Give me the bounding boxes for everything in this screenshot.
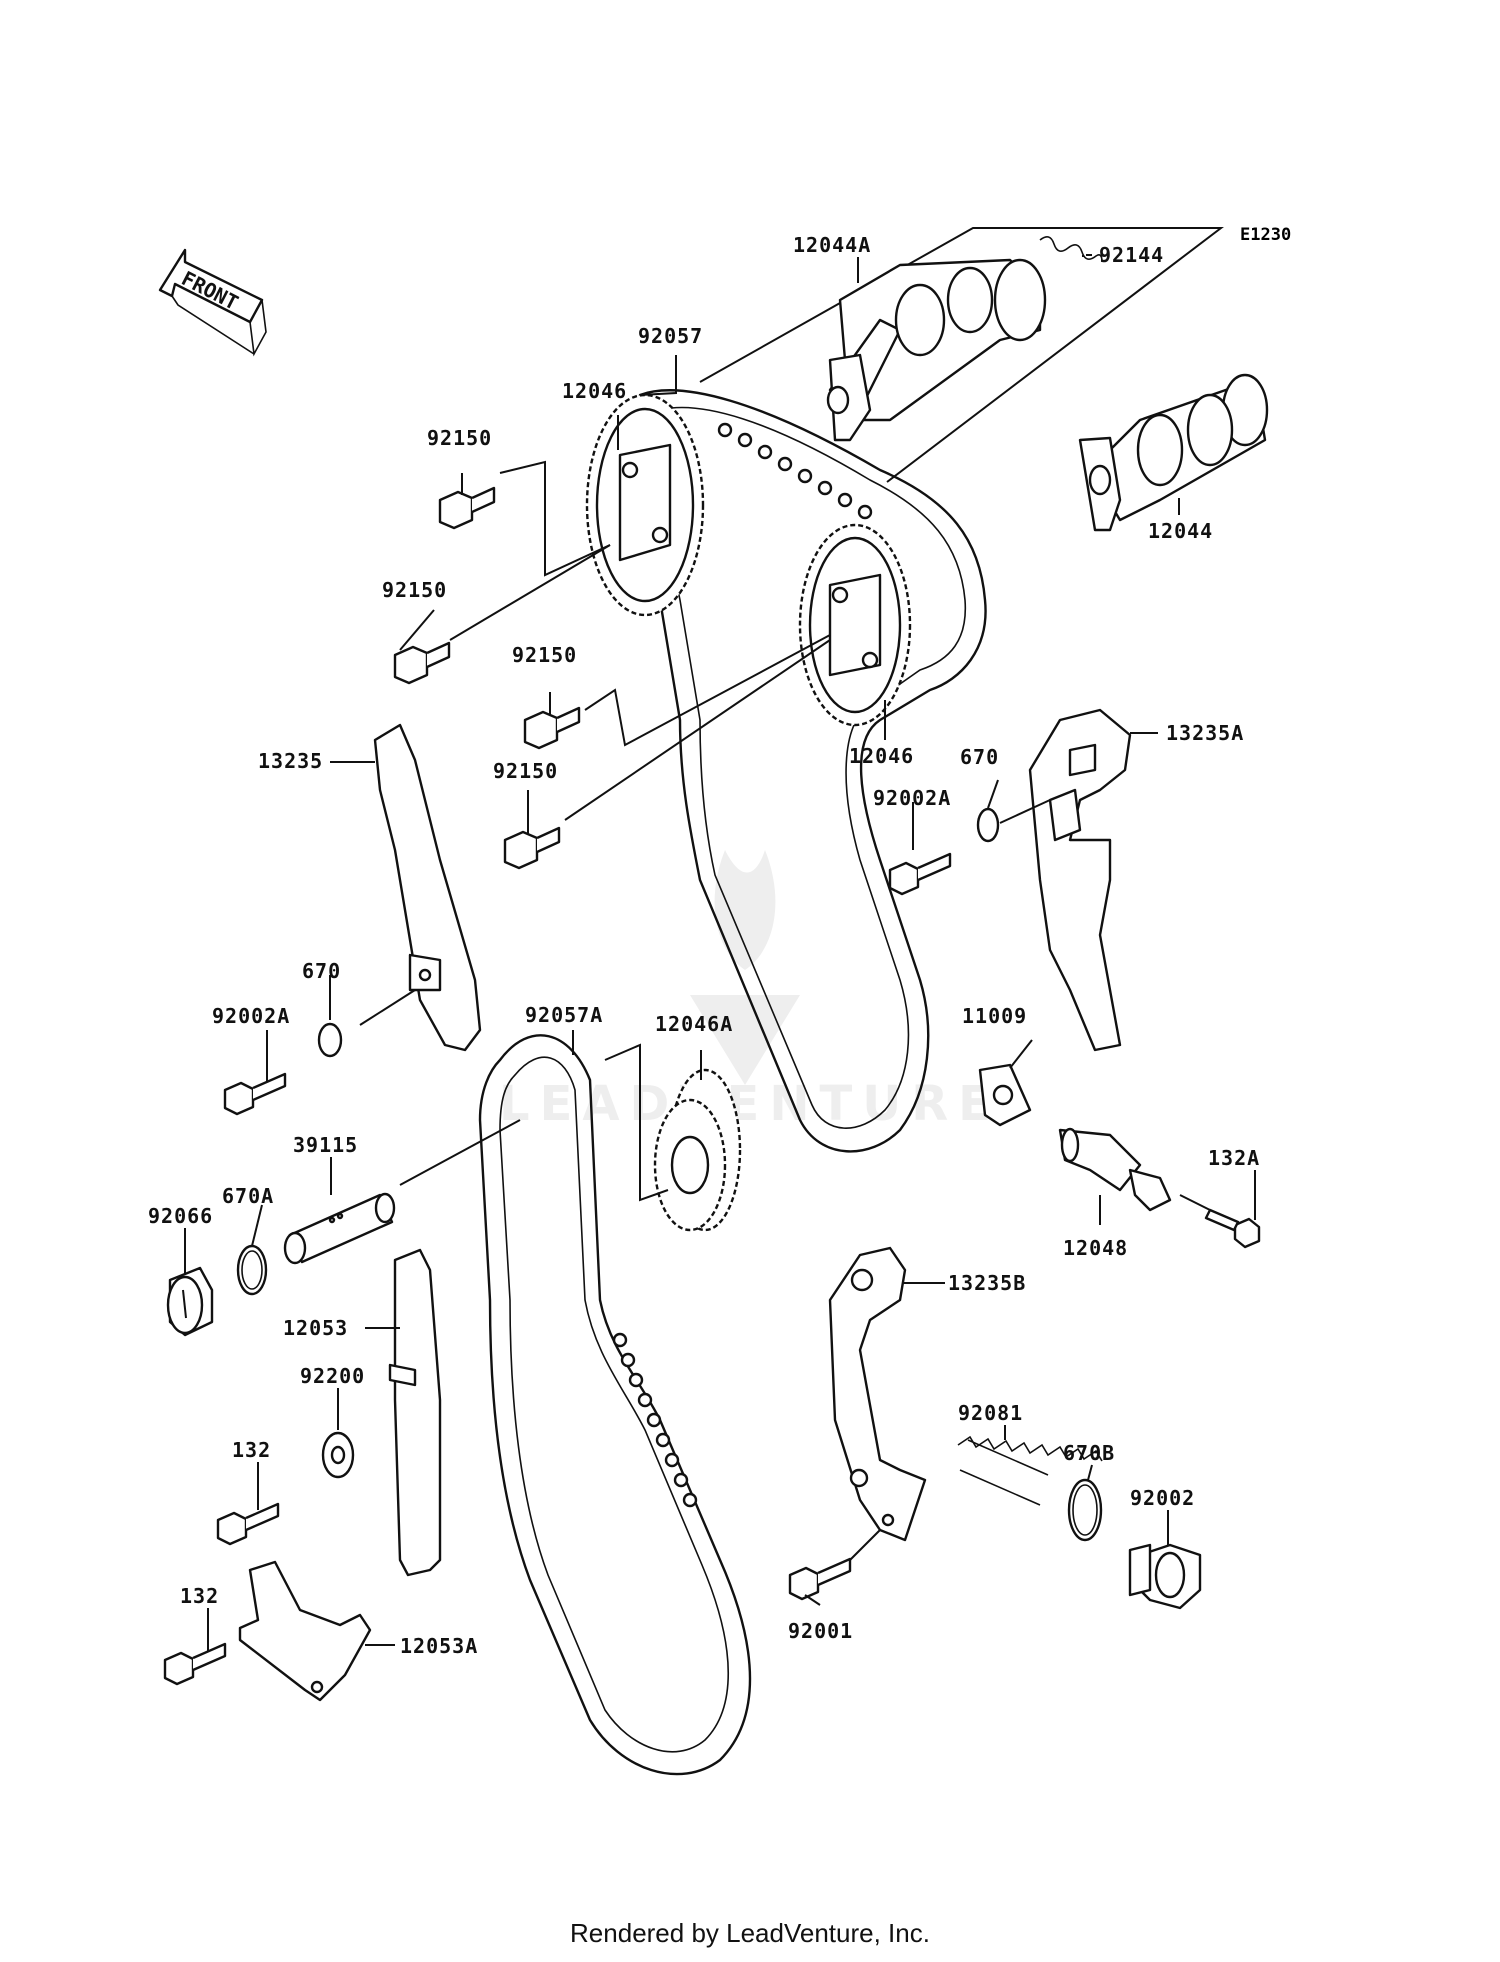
bolt-92150-b bbox=[393, 641, 451, 685]
gasket-11009 bbox=[978, 1063, 1032, 1127]
bolt-92002A-b bbox=[223, 1072, 287, 1116]
bolt-92150-c bbox=[523, 706, 581, 750]
bolt-132-a bbox=[216, 1502, 280, 1546]
label-12046A: 12046A bbox=[655, 1012, 733, 1036]
label-12053: 12053 bbox=[283, 1316, 348, 1340]
label-92150-c: 92150 bbox=[512, 643, 577, 667]
label-132-a: 132 bbox=[232, 1438, 271, 1462]
chain-tensioner-13235B bbox=[828, 1246, 927, 1542]
plug-92066 bbox=[166, 1266, 214, 1337]
chain-guide-12053 bbox=[388, 1248, 442, 1577]
spring-92081 bbox=[957, 1435, 1103, 1506]
label-92066: 92066 bbox=[148, 1204, 213, 1228]
cam-chain-92057A bbox=[478, 1034, 752, 1776]
bolt-92002A-a bbox=[888, 852, 952, 896]
bolt-92150-d bbox=[503, 826, 561, 870]
camshaft-12044A bbox=[826, 258, 1047, 442]
camshaft-bracket bbox=[699, 227, 1224, 483]
label-670A: 670A bbox=[222, 1184, 274, 1208]
label-132-b: 132 bbox=[180, 1584, 219, 1608]
footer-credit: Rendered by LeadVenture, Inc. bbox=[570, 1918, 930, 1948]
camshaft-12044 bbox=[1078, 373, 1269, 532]
label-92057A: 92057A bbox=[525, 1003, 603, 1027]
diagram-code: E1230 bbox=[1240, 225, 1291, 245]
label-92002A-b: 92002A bbox=[212, 1004, 290, 1028]
pin-39115 bbox=[283, 1192, 396, 1265]
plug-bolt-92002 bbox=[1128, 1543, 1202, 1610]
bolt-132-b bbox=[163, 1642, 227, 1686]
label-12044A: 12044A bbox=[793, 233, 871, 257]
sprocket-12046A bbox=[653, 1068, 742, 1232]
label-13235B: 13235B bbox=[948, 1271, 1026, 1295]
label-92002: 92002 bbox=[1130, 1486, 1195, 1510]
label-13235A: 13235A bbox=[1166, 721, 1244, 745]
o-ring-670-a bbox=[976, 807, 1000, 843]
label-12053A: 12053A bbox=[400, 1634, 478, 1658]
label-92057: 92057 bbox=[638, 324, 703, 348]
chain-guide-12053A bbox=[238, 1560, 372, 1702]
label-92150-a: 92150 bbox=[427, 426, 492, 450]
label-670-b: 670 bbox=[302, 959, 341, 983]
sprocket-12046-mid bbox=[798, 523, 912, 727]
chain-guide-13235 bbox=[373, 723, 482, 1052]
bolt-92001 bbox=[788, 1557, 852, 1601]
label-12048: 12048 bbox=[1063, 1236, 1128, 1260]
label-12046-top: 12046 bbox=[562, 379, 627, 403]
label-132A: 132A bbox=[1208, 1146, 1260, 1170]
label-12046-mid: 12046 bbox=[849, 744, 914, 768]
label-92150-b: 92150 bbox=[382, 578, 447, 602]
tensioner-12048 bbox=[1058, 1127, 1172, 1212]
label-92002A-a: 92002A bbox=[873, 786, 951, 810]
watermark: LEADVENTURE bbox=[499, 850, 1001, 1132]
bolt-132A bbox=[1204, 1208, 1261, 1249]
bolt-92150-a bbox=[438, 486, 496, 530]
o-ring-670A bbox=[236, 1244, 268, 1296]
front-arrow-icon: FRONT bbox=[158, 248, 267, 357]
label-670-a: 670 bbox=[960, 745, 999, 769]
part-labels: 12044A 92144 92057 12046 92150 12044 921… bbox=[148, 233, 1260, 1658]
sprocket-12046-top bbox=[585, 393, 705, 617]
label-92200: 92200 bbox=[300, 1364, 365, 1388]
o-ring-670-b bbox=[317, 1022, 343, 1058]
o-ring-670B bbox=[1067, 1478, 1103, 1542]
label-670B: 670B bbox=[1063, 1441, 1115, 1465]
washer-92200 bbox=[321, 1431, 355, 1479]
label-39115: 39115 bbox=[293, 1133, 358, 1157]
watermark-text: LEADVENTURE bbox=[499, 1076, 1001, 1132]
chain-links-top bbox=[717, 422, 873, 520]
label-92081: 92081 bbox=[958, 1401, 1023, 1425]
label-11009: 11009 bbox=[962, 1004, 1027, 1028]
label-13235: 13235 bbox=[258, 749, 323, 773]
label-92001: 92001 bbox=[788, 1619, 853, 1643]
label-92144: 92144 bbox=[1099, 243, 1164, 267]
chain-tensioner-13235A bbox=[1028, 708, 1132, 1052]
cam-chain-92057 bbox=[638, 389, 987, 1153]
label-12044: 12044 bbox=[1148, 519, 1213, 543]
label-92150-d: 92150 bbox=[493, 759, 558, 783]
spring-92144 bbox=[1039, 236, 1103, 263]
chain-links-bottom bbox=[612, 1332, 698, 1508]
leader-lines bbox=[184, 254, 1256, 1652]
